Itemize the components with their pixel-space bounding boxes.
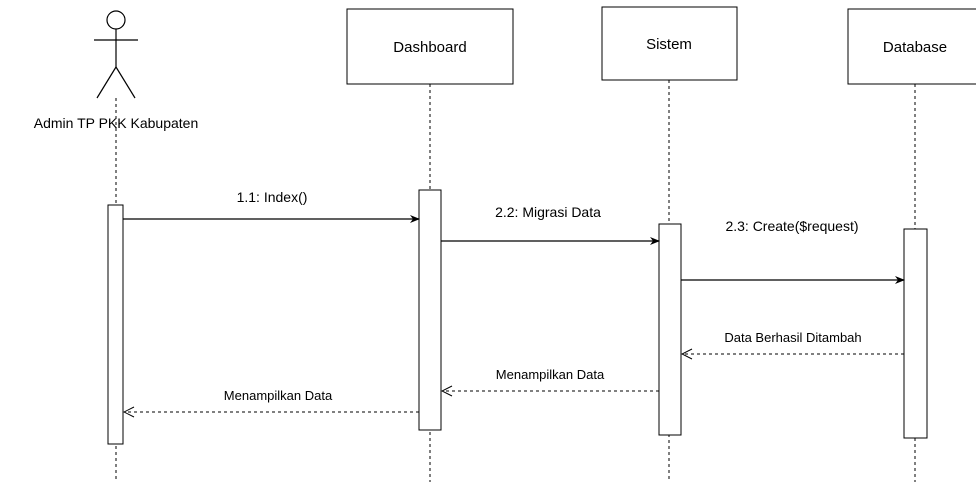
return-label-2: Menampilkan Data [496, 367, 605, 382]
dashboard-activation [418, 189, 442, 431]
message-label-3: 2.3: Create($request) [725, 218, 858, 234]
database-activation [903, 228, 928, 439]
message-label-1: 1.1: Index() [237, 189, 308, 205]
return-label-1: Data Berhasil Ditambah [724, 330, 861, 345]
dashboard-participant: Dashboard [346, 8, 514, 85]
dashboard-label: Dashboard [393, 39, 466, 56]
database-label: Database [883, 39, 947, 56]
actor-icon [94, 10, 138, 99]
actor-label: Admin TP PKK Kabupaten [34, 115, 198, 131]
sistem-activation [658, 223, 682, 436]
message-label-2: 2.2: Migrasi Data [495, 204, 601, 220]
actor-activation [107, 204, 124, 445]
return-label-3: Menampilkan Data [224, 388, 333, 403]
sistem-label: Sistem [646, 36, 692, 53]
database-participant: Database [847, 8, 976, 85]
sistem-participant: Sistem [601, 6, 738, 81]
